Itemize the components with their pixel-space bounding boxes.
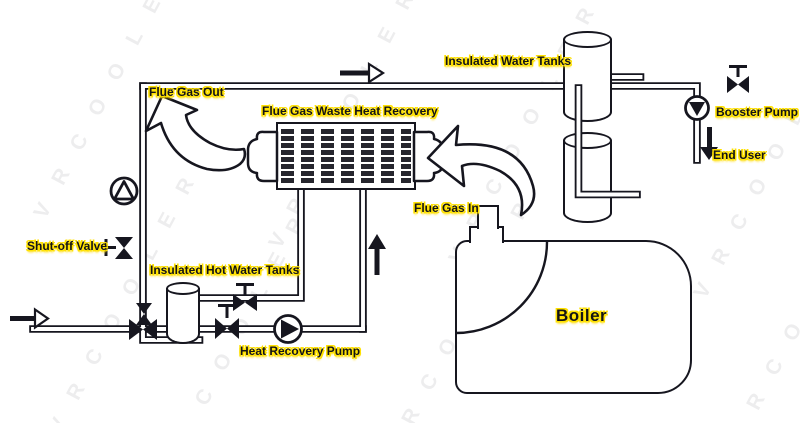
heat-exchanger-left-cap bbox=[246, 130, 279, 183]
boiler-inner-arc bbox=[455, 241, 549, 335]
flow-arrow-up bbox=[368, 234, 386, 275]
label-heat-recovery-pump: Heat Recovery Pump bbox=[240, 344, 361, 358]
insulated-water-tank-lower bbox=[563, 132, 612, 223]
label-flue-gas-in: Flue Gas In bbox=[414, 201, 479, 215]
tank-internal-pipe bbox=[574, 84, 641, 199]
label-insulated-hot-water-tanks: Insulated Hot Water Tanks bbox=[150, 263, 300, 277]
label-boiler: Boiler bbox=[556, 306, 608, 325]
heat-recovery-pump-icon bbox=[273, 314, 303, 344]
distribution-valve-icon bbox=[727, 65, 749, 93]
heat-exchanger-tube-bundle bbox=[281, 127, 411, 185]
boiler-vessel bbox=[455, 240, 692, 394]
insulated-hot-water-tank bbox=[166, 282, 200, 344]
flue-gas-in-arrow bbox=[426, 124, 536, 217]
label-booster-pump: Booster Pump bbox=[716, 105, 799, 119]
label-insulated-water-tanks: Insulated Water Tanks bbox=[445, 54, 572, 68]
label-flue-gas-out: Flue Gas Out bbox=[149, 85, 224, 99]
label-end-user: End User bbox=[713, 148, 766, 162]
flow-arrow-end-user bbox=[700, 127, 718, 160]
circulation-pump-icon bbox=[109, 176, 139, 206]
insulated-water-tank-upper bbox=[563, 31, 612, 122]
boiler-chimney-stack bbox=[477, 205, 499, 229]
flow-arrow-top-right bbox=[340, 61, 386, 85]
label-flue-gas-waste-heat-recovery: Flue Gas Waste Heat Recovery bbox=[262, 104, 438, 118]
flow-arrow-supply-inlet bbox=[10, 307, 50, 330]
junction-valve-icon bbox=[129, 303, 157, 340]
booster-pump-icon bbox=[684, 95, 710, 121]
label-shut-off-valve: Shut-off Valve bbox=[27, 239, 108, 253]
tank-lower-outlet-valve-icon bbox=[215, 304, 239, 339]
flue-gas-out-arrow bbox=[144, 94, 247, 172]
tank-upper-outlet-valve-icon bbox=[233, 283, 257, 311]
shut-off-valve-icon bbox=[104, 237, 133, 259]
